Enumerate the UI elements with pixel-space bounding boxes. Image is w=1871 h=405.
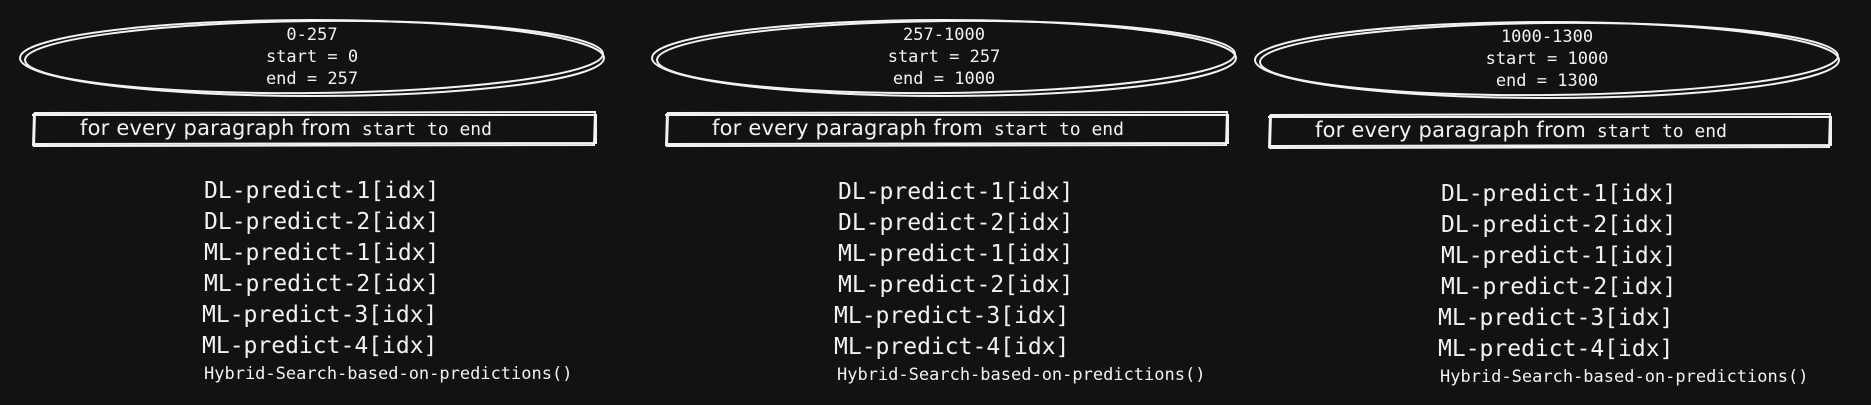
- call-item: ML-predict-2[idx]: [1441, 274, 1677, 300]
- call-item: ML-predict-4[idx]: [834, 334, 1070, 360]
- range-ellipse-1: [19, 19, 605, 97]
- call-item: ML-predict-3[idx]: [834, 303, 1070, 329]
- start-value: start = 257: [887, 47, 1001, 67]
- call-item: ML-predict-1[idx]: [838, 241, 1074, 267]
- range-label-1: 0-257 start = 0 end = 257: [162, 24, 462, 90]
- range-value: 0-257: [286, 25, 338, 45]
- start-value: start = 0: [265, 47, 359, 67]
- final-call: Hybrid-Search-based-on-predictions(): [837, 365, 1206, 385]
- range-label-2: 257-1000 start = 257 end = 1000: [794, 24, 1094, 90]
- call-item: DL-predict-2[idx]: [838, 210, 1074, 236]
- call-list-3: DL-predict-1[idx] DL-predict-2[idx] ML-p…: [1438, 179, 1809, 389]
- column-2: 257-1000 start = 257 end = 1000 for ever…: [712, 24, 1206, 387]
- end-value: end = 257: [265, 69, 359, 89]
- loop-label-rest: start to end: [993, 119, 1124, 140]
- loop-label-hand: for every paragraph from: [80, 116, 352, 140]
- loop-label-3: for every paragraph from start to end: [1315, 119, 1727, 143]
- loop-label-rest: start to end: [1596, 121, 1727, 142]
- call-item: ML-predict-4[idx]: [202, 333, 438, 359]
- column-1: 0-257 start = 0 end = 257 for every para…: [0, 0, 620, 405]
- call-list-1: DL-predict-1[idx] DL-predict-2[idx] ML-p…: [202, 176, 573, 386]
- start-value: start = 1000: [1485, 49, 1609, 69]
- call-item: DL-predict-2[idx]: [204, 209, 440, 235]
- end-value: end = 1300: [1495, 71, 1599, 91]
- call-item: DL-predict-1[idx]: [204, 178, 440, 204]
- range-value: 1000-1300: [1500, 27, 1594, 47]
- loop-label-hand: for every paragraph from: [1315, 118, 1587, 142]
- range-ellipse-2: [651, 19, 1237, 97]
- call-item: ML-predict-4[idx]: [1438, 336, 1674, 362]
- loop-label-hand: for every paragraph from: [712, 116, 984, 140]
- final-call: Hybrid-Search-based-on-predictions(): [204, 364, 573, 384]
- loop-label-rest: start to end: [361, 119, 492, 140]
- call-item: DL-predict-1[idx]: [1441, 181, 1677, 207]
- end-value: end = 1000: [892, 69, 996, 89]
- call-item: ML-predict-1[idx]: [204, 240, 440, 266]
- call-item: ML-predict-1[idx]: [1441, 243, 1677, 269]
- range-value: 257-1000: [903, 25, 985, 45]
- call-item: DL-predict-1[idx]: [838, 179, 1074, 205]
- final-call: Hybrid-Search-based-on-predictions(): [1440, 367, 1809, 387]
- loop-label-1: for every paragraph from start to end: [80, 117, 492, 141]
- loop-box-2: [665, 110, 1230, 148]
- range-ellipse-3: [1254, 21, 1840, 99]
- call-item: ML-predict-2[idx]: [838, 272, 1074, 298]
- call-item: DL-predict-2[idx]: [1441, 212, 1677, 238]
- call-item: ML-predict-3[idx]: [202, 302, 438, 328]
- loop-box-3: [1268, 112, 1833, 150]
- loop-label-2: for every paragraph from start to end: [712, 117, 1124, 141]
- range-label-3: 1000-1300 start = 1000 end = 1300: [1397, 26, 1697, 92]
- call-item: ML-predict-3[idx]: [1438, 305, 1674, 331]
- call-item: ML-predict-2[idx]: [204, 271, 440, 297]
- loop-box-1: [32, 110, 598, 148]
- call-list-2: DL-predict-1[idx] DL-predict-2[idx] ML-p…: [834, 177, 1206, 387]
